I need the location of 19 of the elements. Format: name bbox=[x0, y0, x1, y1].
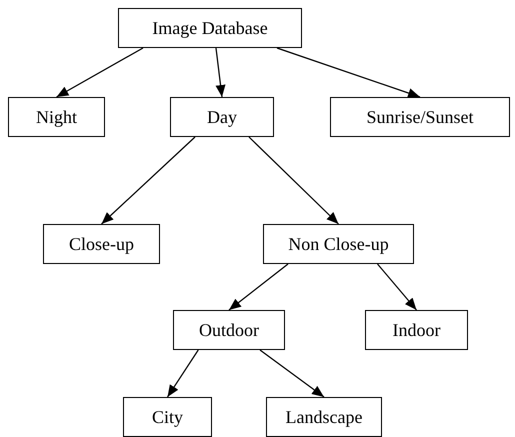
arrow bbox=[215, 48, 226, 98]
category-box: Close-up bbox=[43, 224, 160, 264]
arrow bbox=[228, 264, 288, 310]
category-box: Indoor bbox=[365, 310, 468, 350]
category-box: Day bbox=[170, 97, 274, 137]
category-box: Non Close-up bbox=[263, 224, 414, 264]
category-box: Outdoor bbox=[173, 310, 285, 350]
arrow bbox=[260, 350, 324, 398]
arrow bbox=[276, 47, 420, 98]
category-box: Image Database bbox=[118, 8, 302, 48]
category-box: City bbox=[123, 397, 212, 437]
arrow bbox=[101, 136, 196, 224]
arrow bbox=[167, 350, 199, 398]
arrow bbox=[377, 264, 417, 310]
category-box: Sunrise/Sunset bbox=[330, 97, 510, 137]
arrow bbox=[248, 136, 339, 224]
category-box: Landscape bbox=[266, 397, 382, 437]
arrow bbox=[56, 47, 144, 98]
category-box: Night bbox=[8, 97, 105, 137]
